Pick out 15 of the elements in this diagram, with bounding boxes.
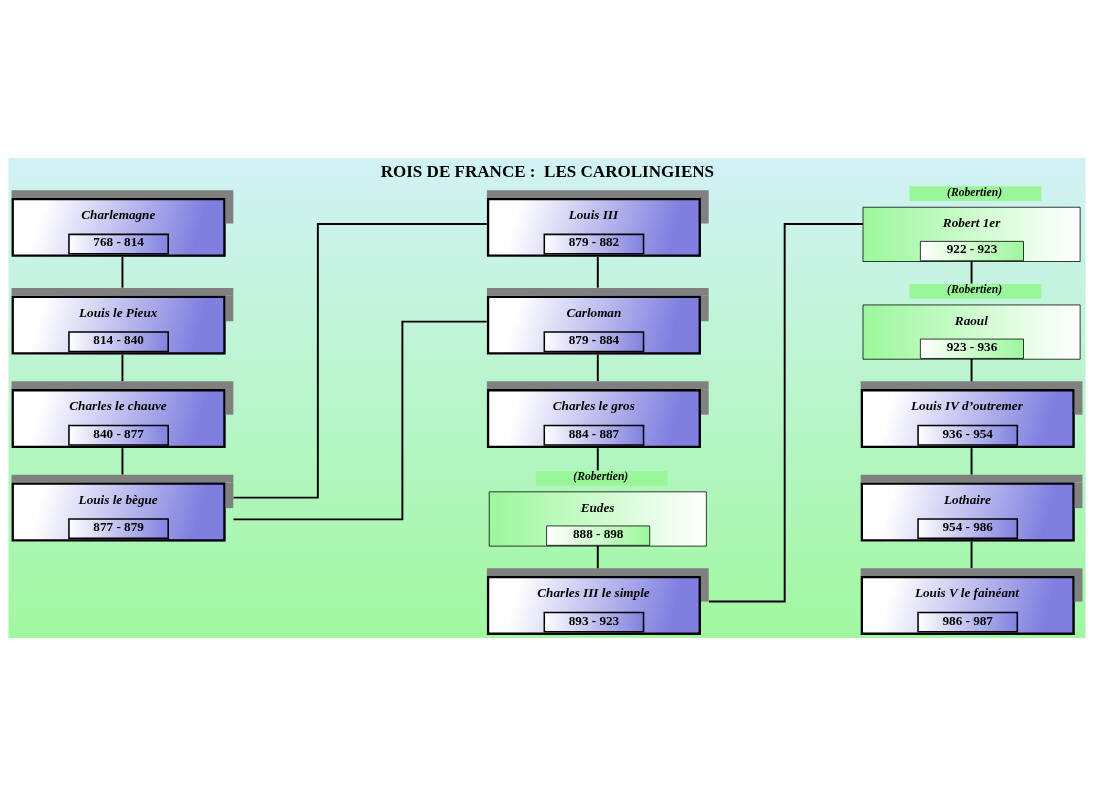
connector bbox=[970, 358, 973, 383]
connector bbox=[232, 320, 488, 521]
connector bbox=[970, 540, 973, 569]
connector bbox=[970, 260, 973, 285]
connector bbox=[970, 447, 973, 476]
connector bbox=[596, 255, 599, 289]
connector bbox=[596, 447, 599, 472]
connector bbox=[596, 353, 599, 383]
connector bbox=[596, 544, 599, 570]
connector bbox=[121, 447, 124, 476]
connector bbox=[707, 222, 864, 603]
connector bbox=[121, 255, 124, 289]
diagram-title: ROIS DE FRANCE : LES CAROLINGIENS bbox=[380, 162, 715, 182]
connector bbox=[121, 353, 124, 383]
connector bbox=[232, 222, 488, 499]
